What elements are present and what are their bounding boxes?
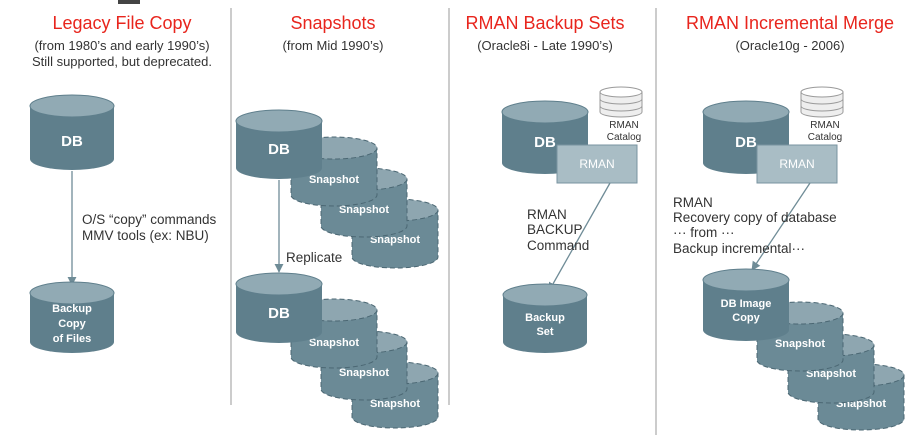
annotation-line: MMV tools (ex: NBU)	[82, 228, 209, 243]
annotation-line: Command	[527, 238, 589, 253]
backup-set-cylinder: Backup Set	[502, 283, 588, 353]
panel-subtitle-line: Still supported, but deprecated.	[32, 54, 212, 69]
annotation-line: ··· from ···	[673, 225, 734, 240]
db-label: DB	[735, 134, 757, 151]
backup-set-label: Set	[536, 326, 553, 338]
catalog-label: Catalog	[607, 132, 641, 143]
annotation-line: O/S “copy” commands	[82, 212, 217, 227]
rman-box-label: RMAN	[579, 157, 614, 171]
image-copy-label: Copy	[732, 312, 760, 324]
backup-copy-cylinder: Backup Copy of Files	[29, 281, 115, 353]
rman-box-label: RMAN	[779, 157, 814, 171]
rman-box: RMAN	[756, 144, 838, 184]
panel-title: Snapshots	[290, 13, 375, 33]
db-label: DB	[268, 141, 290, 158]
replicate-annotation: Replicate	[286, 250, 342, 265]
backup-arrow	[548, 182, 611, 292]
snapshot-label: Snapshot	[339, 367, 389, 379]
snapshot-label: Snapshot	[775, 338, 825, 350]
db-replica-cylinder: DB	[235, 272, 323, 343]
merge-arrow	[751, 182, 811, 271]
panel-title: Legacy File Copy	[52, 13, 191, 33]
catalog-label: RMAN	[609, 120, 638, 131]
panel-subtitle-line: (Oracle10g - 2006)	[735, 38, 844, 53]
catalog-label: Catalog	[808, 132, 842, 143]
panel-subtitle-line: (from 1980’s and early 1990’s)	[34, 38, 209, 53]
rman-box: RMAN	[556, 144, 638, 184]
panel-rman-incremental-merge: RMAN Incremental Merge (Oracle10g - 2006…	[673, 13, 905, 431]
panel-rman-backup-sets: RMAN Backup Sets (Oracle8i - Late 1990’s…	[465, 13, 643, 353]
annotation-line: Recovery copy of database	[673, 210, 837, 225]
backup-set-label: Backup	[525, 312, 565, 324]
snapshot-label: Snapshot	[309, 174, 359, 186]
snapshot-label: Snapshot	[370, 234, 420, 246]
annotation-line: RMAN	[673, 195, 713, 210]
panel-title: RMAN Backup Sets	[465, 13, 624, 33]
db-cylinder: DB	[235, 109, 323, 179]
snapshot-label: Snapshot	[806, 368, 856, 380]
panel-snapshots: Snapshots (from Mid 1990’s) Snapshot Sna…	[235, 13, 439, 429]
backup-copy-label: Copy	[58, 318, 86, 330]
panel-legacy-file-copy: Legacy File Copy (from 1980’s and early …	[29, 13, 217, 353]
snapshot-label: Snapshot	[309, 337, 359, 349]
rman-catalog-cylinder: RMAN Catalog	[599, 86, 643, 143]
db-label: DB	[61, 133, 83, 150]
backup-copy-label: Backup	[52, 303, 92, 315]
db-cylinder: DB	[29, 94, 115, 170]
panel-subtitle-line: (from Mid 1990’s)	[283, 38, 384, 53]
panel-title: RMAN Incremental Merge	[686, 13, 894, 33]
panel-subtitle-line: (Oracle8i - Late 1990’s)	[477, 38, 613, 53]
db-image-copy-cylinder: DB Image Copy	[702, 268, 790, 341]
snapshot-label: Snapshot	[370, 398, 420, 410]
annotation-line: BACKUP	[527, 222, 583, 237]
backup-copy-label: of Files	[53, 333, 92, 345]
header-fragment	[118, 0, 140, 4]
db-label: DB	[268, 305, 290, 322]
image-copy-label: DB Image	[721, 298, 772, 310]
snapshot-label: Snapshot	[339, 204, 389, 216]
annotation-line: RMAN	[527, 207, 567, 222]
annotation-line: Backup incremental···	[673, 241, 805, 256]
db-label: DB	[534, 134, 556, 151]
catalog-label: RMAN	[810, 120, 839, 131]
rman-catalog-cylinder: RMAN Catalog	[800, 86, 844, 143]
